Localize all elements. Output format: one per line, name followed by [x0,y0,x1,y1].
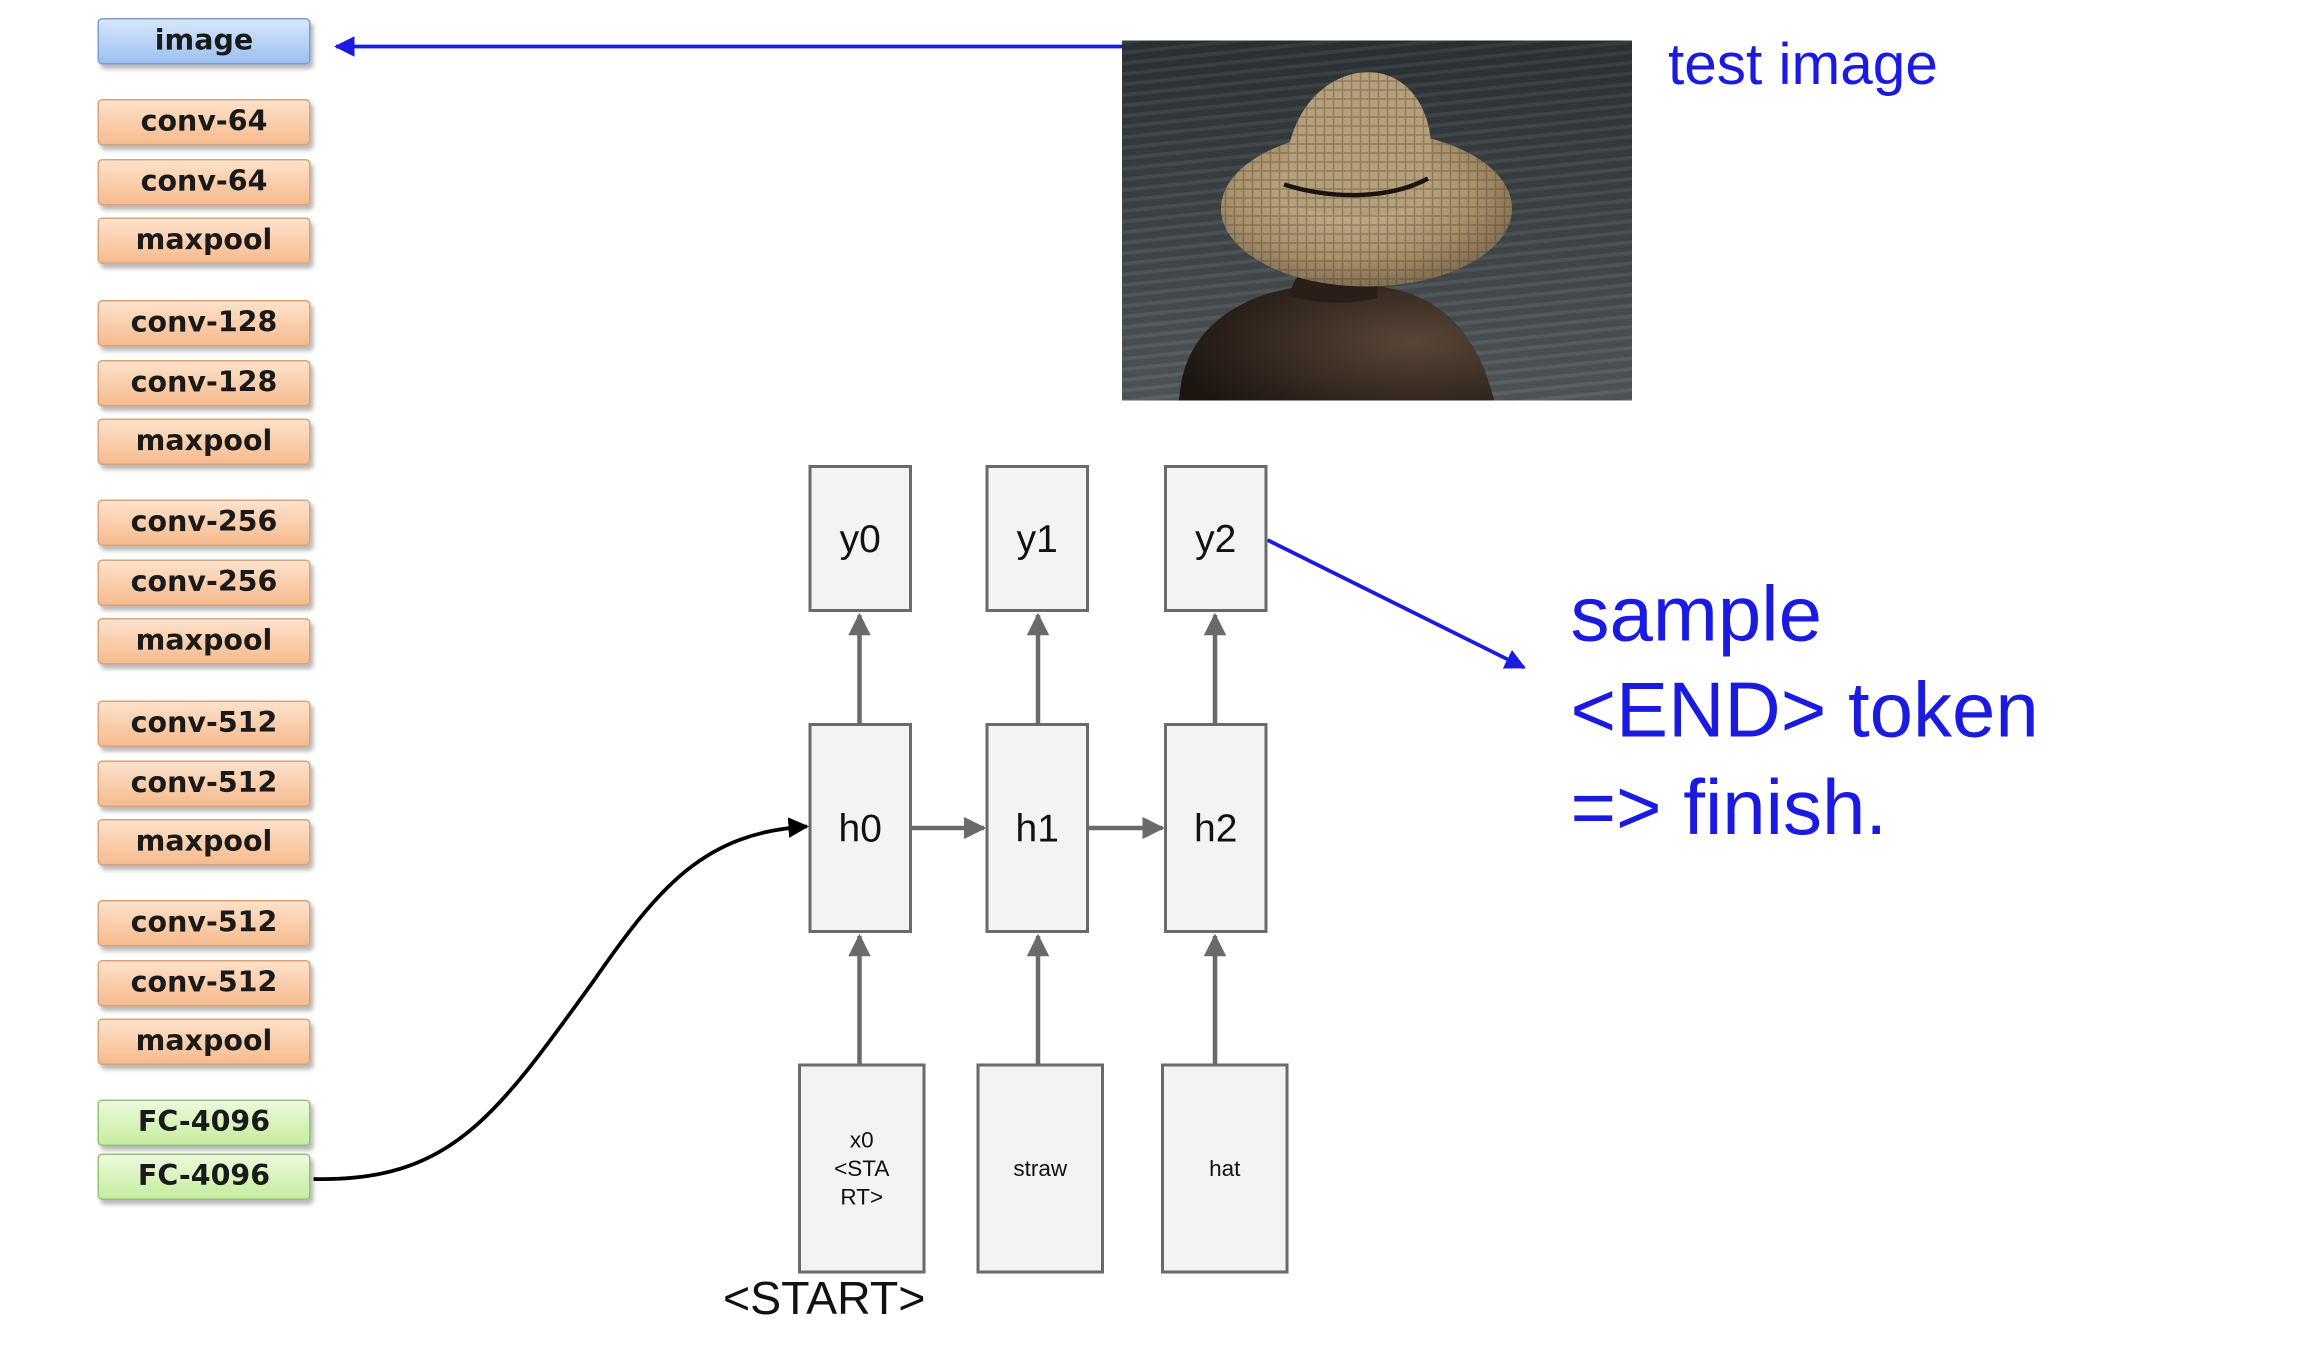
annotation-line-2: <END> token [1570,667,2039,755]
annotation-line-3: => finish. [1570,765,1888,852]
cnn-layer-conv512-a: conv-512 [97,700,311,747]
straw-label: straw [1013,1155,1068,1182]
cnn-layer-conv512-d: conv-512 [97,960,311,1007]
cnn-layer-conv256-b: conv-256 [97,559,311,606]
input-node-straw: straw [976,1063,1104,1274]
start-token-label: <START> [723,1272,926,1325]
x0-line-2: <STA [834,1155,890,1182]
test-image-label: test image [1668,33,1938,98]
cnn-layer-maxpool-1: maxpool [97,217,311,264]
cnn-layer-conv128-b: conv-128 [97,360,311,407]
h0-label: h0 [838,804,882,850]
annotation-line-1: sample [1570,571,1822,659]
cnn-layer-conv256-a: conv-256 [97,499,311,546]
x0-line-3: RT> [840,1184,884,1210]
output-node-y1: y1 [985,465,1089,612]
cnn-layer-conv64-a: conv-64 [97,99,311,146]
cnn-layer-conv512-c: conv-512 [97,900,311,947]
output-node-y2: y2 [1164,465,1268,612]
y1-label: y1 [1016,515,1058,561]
cnn-layer-conv64-b: conv-64 [97,159,311,206]
test-image-photo [1122,40,1632,401]
y2-to-annotation-arrow [1266,538,1526,670]
hidden-node-h1: h1 [985,723,1089,933]
x0-line-1: x0 [849,1127,874,1153]
hidden-node-h0: h0 [808,723,912,933]
man-in-straw-hat-illustration [1179,72,1512,401]
cnn-layer-maxpool-4: maxpool [97,819,311,866]
cnn-layer-maxpool-3: maxpool [97,618,311,665]
cnn-layer-conv512-b: conv-512 [97,760,311,807]
h1-label: h1 [1015,804,1059,850]
input-node-hat: hat [1161,1063,1289,1274]
fc-to-h0-arrow [313,817,810,1181]
cnn-layer-maxpool-2: maxpool [97,418,311,465]
hat-label: hat [1209,1155,1241,1182]
hidden-node-h2: h2 [1164,723,1268,933]
cnn-layer-fc4096-b: FC-4096 [97,1153,311,1200]
cnn-layer-image: image [97,18,311,65]
cnn-layer-conv128-a: conv-128 [97,300,311,347]
output-node-y0: y0 [808,465,912,612]
input-node-x0: x0 <STA RT> [798,1063,926,1274]
y0-label: y0 [839,515,881,561]
y2-label: y2 [1195,515,1237,561]
cnn-layer-maxpool-5: maxpool [97,1018,311,1065]
h2-label: h2 [1194,804,1238,850]
cnn-layer-fc4096-a: FC-4096 [97,1099,311,1146]
